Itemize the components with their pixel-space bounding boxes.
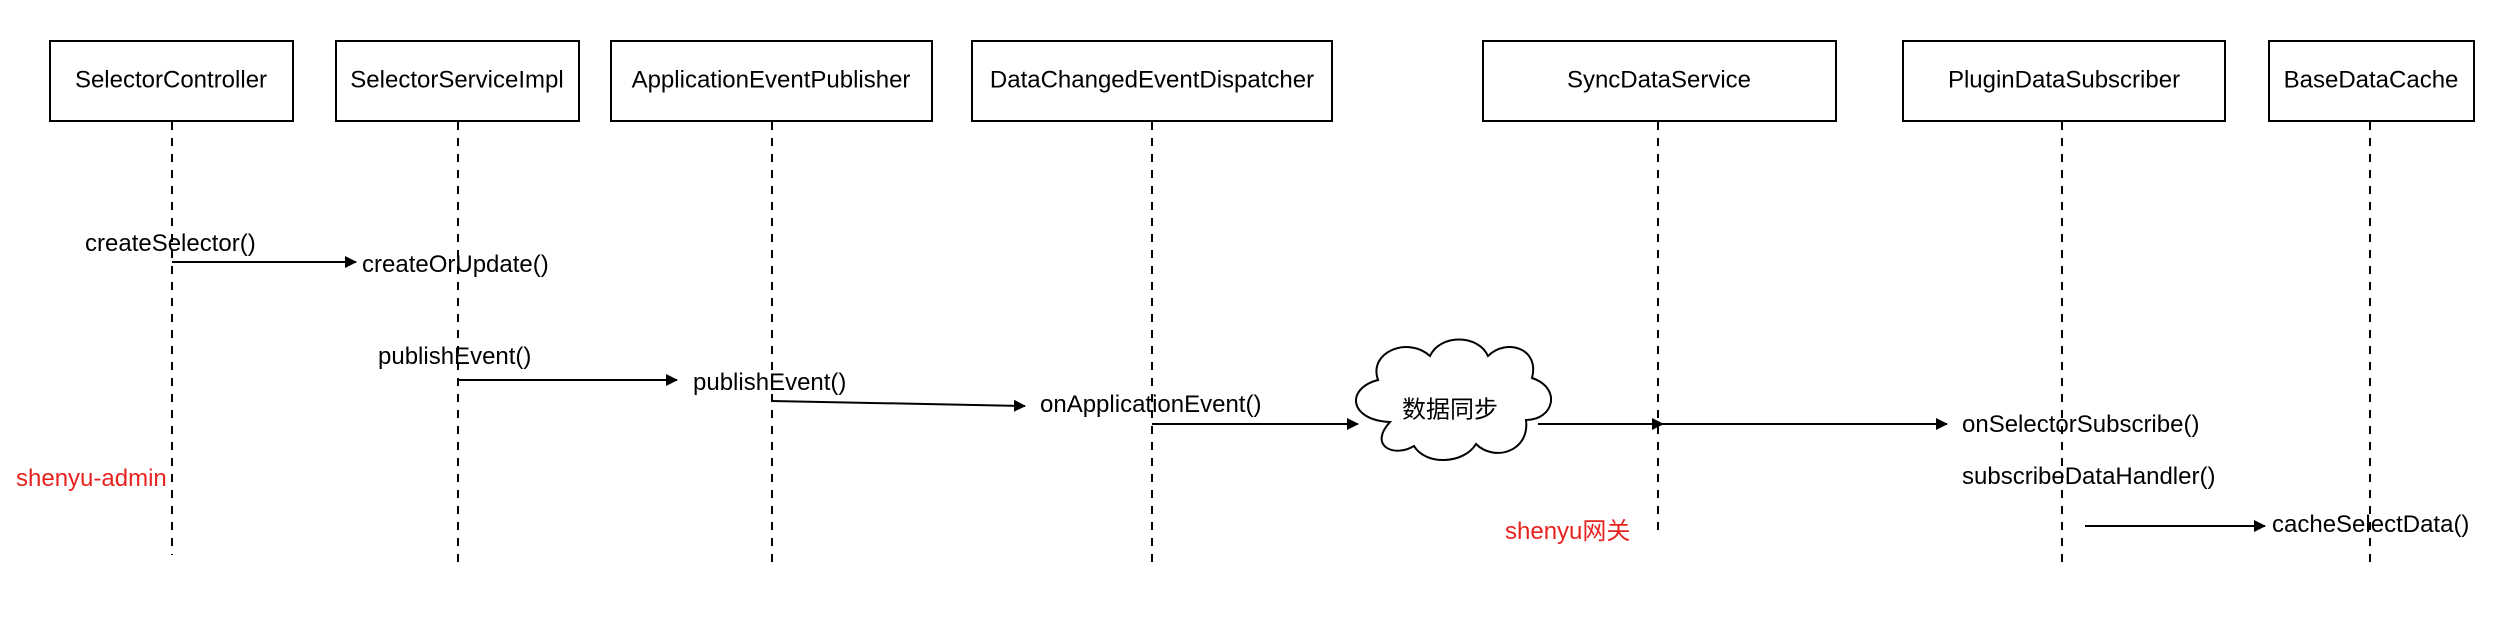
shenyu-admin-label: shenyu-admin (16, 465, 167, 492)
message-label: onApplicationEvent() (1040, 391, 1261, 418)
participant-sync-data-service: SyncDataService (1482, 40, 1837, 122)
message-label: cacheSelectData() (2272, 511, 2469, 538)
message-label: createSelector() (85, 230, 256, 257)
participant-data-changed-event-dispatcher: DataChangedEventDispatcher (971, 40, 1333, 122)
participant-label: BaseDataCache (2284, 66, 2459, 93)
participant-label: PluginDataSubscriber (1948, 66, 2180, 93)
sync-cloud: 数据同步 (1355, 338, 1552, 461)
sync-cloud-label: 数据同步 (1402, 396, 1498, 423)
participant-selector-service-impl: SelectorServiceImpl (335, 40, 580, 122)
participant-label: ApplicationEventPublisher (632, 66, 911, 93)
message-label: createOrUpdate() (362, 251, 549, 278)
message-label: publishEvent() (378, 343, 531, 370)
participant-plugin-data-subscriber: PluginDataSubscriber (1902, 40, 2226, 122)
arrow-publish-event-2 (771, 399, 1026, 412)
participant-label: SelectorServiceImpl (350, 66, 563, 93)
participant-selector-controller: SelectorController (49, 40, 294, 122)
participant-application-event-publisher: ApplicationEventPublisher (610, 40, 933, 122)
participant-label: SyncDataService (1567, 66, 1751, 93)
participant-label: DataChangedEventDispatcher (990, 66, 1314, 93)
message-label: publishEvent() (693, 369, 846, 396)
message-label: onSelectorSubscribe() (1962, 411, 2199, 438)
message-label: subscribeDataHandler() (1962, 463, 2215, 490)
shenyu-gateway-label: shenyu网关 (1505, 518, 1630, 545)
participant-label: SelectorController (75, 66, 267, 93)
participant-base-data-cache: BaseDataCache (2268, 40, 2475, 122)
